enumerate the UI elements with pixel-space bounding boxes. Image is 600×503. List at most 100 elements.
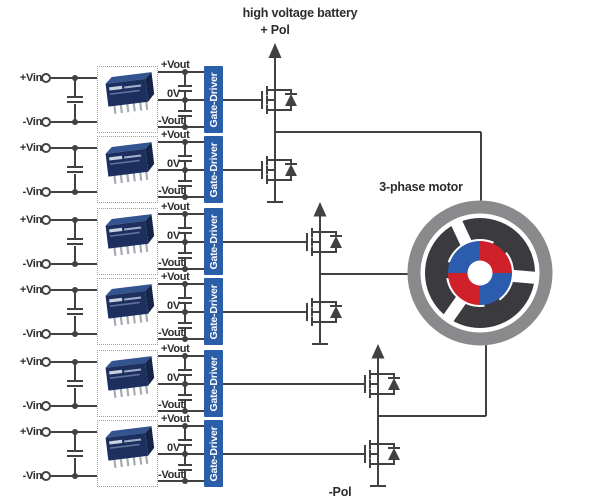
junction-dot [182, 97, 188, 103]
wire-segment [158, 126, 204, 128]
vin-minus-label: -Vin [22, 186, 43, 198]
junction-dot [72, 217, 78, 223]
output-capacitor [178, 368, 192, 371]
gate-driver-label: Gate-Driver [207, 142, 220, 197]
gate-driver-label: Gate-Driver [207, 356, 220, 411]
wire-segment [74, 316, 76, 334]
vin-plus-label: +Vin [19, 426, 42, 438]
dcdc-module-illustration [104, 214, 155, 257]
vout-plus-label: +Vout [161, 271, 190, 283]
module-dashed-box [97, 136, 158, 203]
junction-dot [182, 194, 188, 200]
wire-segment [74, 432, 76, 450]
output-capacitor [178, 256, 192, 259]
vin-minus-terminal [41, 259, 51, 269]
junction-dot [72, 145, 78, 151]
vout-minus-label: -Vout [158, 185, 184, 197]
converter-channel-1: +Vin -Vin +Vout 0V -Vout Gate-Driver [0, 59, 600, 135]
junction-dot [182, 239, 188, 245]
wire-segment [74, 362, 76, 380]
output-capacitor [178, 84, 192, 87]
output-capacitor [178, 179, 192, 182]
vout-minus-label: -Vout [158, 469, 184, 481]
wire-segment [158, 241, 204, 243]
wire-segment [158, 196, 204, 198]
vin-plus-terminal [41, 73, 51, 83]
vout-plus-label: +Vout [161, 201, 190, 213]
wire-segment [74, 148, 76, 166]
vin-minus-label: -Vin [22, 400, 43, 412]
gate-driver-box: Gate-Driver [204, 136, 223, 203]
vin-minus-label: -Vin [22, 116, 43, 128]
output-capacitor [178, 231, 192, 234]
vout-zero-label: 0V [167, 300, 180, 312]
gate-driver-label: Gate-Driver [207, 284, 220, 339]
junction-dot [182, 381, 188, 387]
wire-segment [74, 174, 76, 192]
vout-minus-label: -Vout [158, 327, 184, 339]
input-capacitor [67, 313, 83, 316]
output-capacitor [178, 463, 192, 466]
vin-plus-terminal [41, 143, 51, 153]
junction-dot [72, 75, 78, 81]
vin-plus-terminal [41, 427, 51, 437]
vin-minus-terminal [41, 187, 51, 197]
dcdc-module-illustration [104, 356, 155, 399]
junction-dot [182, 266, 188, 272]
module-dashed-box [97, 208, 158, 275]
vin-plus-label: +Vin [19, 72, 42, 84]
vout-zero-label: 0V [167, 372, 180, 384]
junction-dot [72, 287, 78, 293]
vin-plus-terminal [41, 357, 51, 367]
vin-plus-label: +Vin [19, 214, 42, 226]
gate-driver-box: Gate-Driver [204, 208, 223, 275]
input-capacitor [67, 243, 83, 246]
dcdc-module-illustration [104, 284, 155, 327]
junction-dot [182, 124, 188, 130]
junction-dot [72, 473, 78, 479]
vin-plus-terminal [41, 285, 51, 295]
wire-segment [74, 458, 76, 476]
output-capacitor [178, 251, 192, 254]
wire-segment [158, 169, 204, 171]
vout-plus-label: +Vout [161, 413, 190, 425]
wire-segment [158, 480, 204, 482]
output-capacitor [178, 326, 192, 329]
junction-dot [72, 359, 78, 365]
wire-segment [74, 220, 76, 238]
junction-dot [72, 331, 78, 337]
input-capacitor [67, 455, 83, 458]
vin-plus-label: +Vin [19, 356, 42, 368]
vout-zero-label: 0V [167, 230, 180, 242]
wire-segment [184, 284, 186, 297]
vin-plus-label: +Vin [19, 142, 42, 154]
converter-channel-3: +Vin -Vin +Vout 0V -Vout Gate-Driver [0, 201, 600, 277]
vout-plus-label: +Vout [161, 59, 190, 71]
junction-dot [182, 211, 188, 217]
output-capacitor [178, 398, 192, 401]
converter-channel-2: +Vin -Vin +Vout 0V -Vout Gate-Driver [0, 129, 600, 205]
wire-segment [158, 311, 204, 313]
input-capacitor [67, 385, 83, 388]
wire-segment [158, 410, 204, 412]
module-dashed-box [97, 350, 158, 417]
junction-dot [182, 353, 188, 359]
wire-segment [74, 104, 76, 122]
converter-channel-4: +Vin -Vin +Vout 0V -Vout Gate-Driver [0, 271, 600, 347]
junction-dot [72, 429, 78, 435]
vout-minus-label: -Vout [158, 115, 184, 127]
output-capacitor [178, 89, 192, 92]
wire-segment [74, 290, 76, 308]
vin-plus-terminal [41, 215, 51, 225]
output-capacitor [178, 373, 192, 376]
wire-segment [158, 453, 204, 455]
output-capacitor [178, 321, 192, 324]
wire-segment [184, 117, 186, 128]
gate-driver-box: Gate-Driver [204, 278, 223, 345]
input-capacitor [67, 101, 83, 104]
converter-channel-5: +Vin -Vin +Vout 0V -Vout Gate-Driver [0, 343, 600, 419]
wire-segment [158, 283, 204, 285]
wire-segment [184, 329, 186, 340]
wire-segment [74, 388, 76, 406]
